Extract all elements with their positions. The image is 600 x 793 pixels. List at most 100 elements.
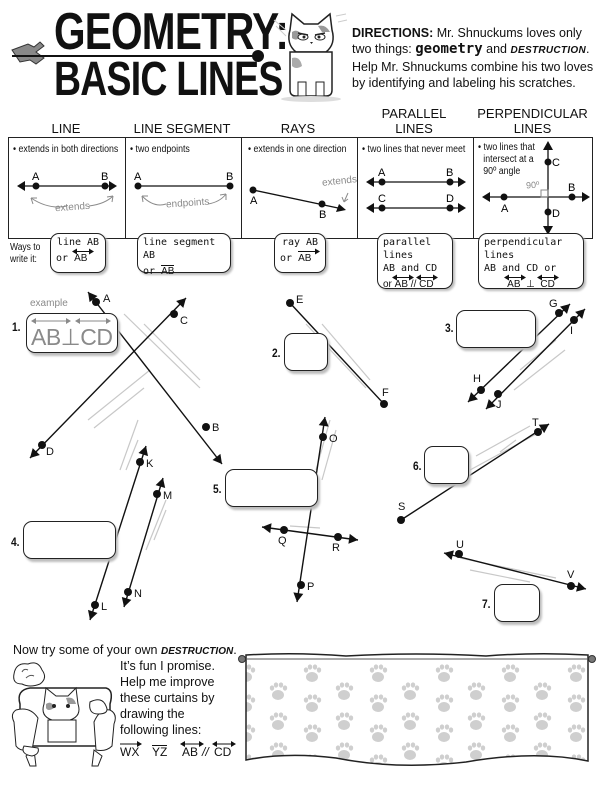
svg-text:A: A bbox=[501, 203, 509, 215]
problem-5-r-point bbox=[334, 533, 342, 541]
paw-print-icon bbox=[467, 682, 486, 700]
svg-text:A: A bbox=[378, 167, 386, 179]
paw-print-icon bbox=[401, 742, 420, 760]
problem-1-b-label: B bbox=[212, 422, 219, 434]
ray-diagram: AB bbox=[249, 186, 349, 221]
problem-1-number: 1. bbox=[12, 320, 21, 334]
problem-5-q-label: Q bbox=[278, 535, 287, 547]
bottom-intro-text: Now try some of your own bbox=[13, 643, 161, 657]
notation-perp-line1: perpendicular lines bbox=[484, 237, 563, 261]
svg-text:D: D bbox=[446, 193, 454, 205]
bullet-perp-line1: • two lines that bbox=[478, 142, 535, 153]
problem-6-t-label: T bbox=[532, 417, 539, 429]
problem-3-i-label: I bbox=[570, 325, 573, 337]
problem-1-c-label: C bbox=[180, 315, 188, 327]
problem-5-answer-box[interactable] bbox=[225, 469, 318, 507]
notation-parallel: parallel lines AB and CD or AB // CD bbox=[377, 233, 453, 290]
problem-7-answer-box[interactable] bbox=[494, 584, 540, 622]
problem-5-line-2-arrow-start bbox=[262, 523, 272, 534]
problem-1-a-point bbox=[92, 298, 100, 306]
svg-text:B: B bbox=[319, 209, 326, 221]
curtain-drawing-area[interactable] bbox=[236, 640, 598, 770]
notation-or: or bbox=[383, 279, 395, 290]
problem-6-answer-box[interactable] bbox=[424, 446, 469, 484]
notation-or: or bbox=[143, 266, 162, 277]
notation-or: or bbox=[56, 253, 75, 264]
double-arrow-icon bbox=[180, 741, 204, 747]
ray-arrow-icon bbox=[298, 248, 321, 255]
problem-2-line-1 bbox=[289, 302, 385, 405]
problem-4-line-1 bbox=[89, 445, 147, 621]
word-geometry: geometry bbox=[415, 41, 483, 57]
problem-4-m-label: M bbox=[163, 490, 172, 502]
draw-wx-text: WX bbox=[120, 745, 140, 759]
notation-line: line AB or AB bbox=[50, 233, 106, 273]
ray-notation: AB bbox=[298, 248, 321, 264]
paw-print-icon bbox=[435, 694, 454, 712]
problem-1-answer: AB⊥CD bbox=[31, 324, 113, 350]
problem-4-line-1-arrow-end bbox=[138, 446, 149, 457]
draw-parallel-symbol: // bbox=[202, 745, 209, 759]
parallel-notation-b-text: CD bbox=[419, 279, 434, 290]
draw-cd-text: CD bbox=[214, 745, 232, 759]
draw-segment-yz: YZ bbox=[152, 745, 168, 759]
problem-5-o-point bbox=[319, 433, 327, 441]
heading-parallel: PARALLEL LINES bbox=[356, 106, 472, 136]
problem-3-answer-box[interactable] bbox=[456, 310, 536, 348]
paw-print-icon bbox=[533, 742, 552, 760]
problem-4-l-point bbox=[91, 601, 99, 609]
notation-or: or bbox=[280, 253, 299, 264]
svg-text:A: A bbox=[32, 171, 40, 183]
ways-to-write-label: Ways to write it: bbox=[10, 242, 40, 266]
example-label: example bbox=[30, 298, 68, 309]
page-title-line2: BASIC LINES bbox=[54, 53, 283, 106]
heading-parallel-line1: PARALLEL bbox=[381, 106, 447, 121]
paw-print-icon bbox=[246, 694, 256, 712]
svg-text:C: C bbox=[378, 193, 386, 205]
paw-print-icon bbox=[567, 724, 586, 742]
paw-print-icon bbox=[335, 712, 354, 730]
lines-to-draw: WX YZ AB // CD bbox=[120, 741, 240, 761]
problem-1-answer-box[interactable]: AB⊥CD bbox=[26, 313, 118, 353]
problem-4-line-2-arrow-start bbox=[121, 596, 132, 607]
paw-pattern bbox=[246, 664, 586, 766]
problem-3-j-point bbox=[494, 390, 502, 398]
heading-line: LINE bbox=[51, 121, 81, 136]
cat-armchair-illustration bbox=[10, 660, 118, 768]
paw-print-icon bbox=[501, 694, 520, 712]
double-arrow-icon bbox=[212, 741, 236, 747]
problem-1-line-1-arrow-start bbox=[88, 292, 98, 303]
bullet-perp-line3: 90º angle bbox=[483, 166, 521, 177]
bullet-line-segment: • two endpoints bbox=[130, 144, 190, 155]
heading-perpendicular-line1: PERPENDICULAR bbox=[477, 106, 588, 121]
problem-6-s-label: S bbox=[398, 501, 405, 513]
problem-5-number: 5. bbox=[213, 482, 222, 496]
segment-notation-text: AB bbox=[161, 265, 175, 277]
paw-print-icon bbox=[269, 742, 288, 760]
problem-2-e-label: E bbox=[296, 294, 303, 306]
paw-print-icon bbox=[567, 754, 586, 766]
bottom-line-2: Help me improve bbox=[120, 675, 215, 689]
problem-3-line-2 bbox=[485, 308, 586, 410]
bottom-line-3: these curtains by bbox=[120, 691, 215, 705]
heading-line-segment: LINE SEGMENT bbox=[133, 121, 231, 136]
ways-label-line1: Ways to bbox=[10, 242, 41, 253]
line-notation: AB bbox=[72, 248, 95, 264]
problem-5-line-2-arrow-end bbox=[348, 533, 358, 544]
problem-1-line-2 bbox=[29, 297, 187, 459]
problem-7-line-1 bbox=[443, 552, 587, 590]
bullet-parallel: • two lines that never meet bbox=[362, 144, 466, 155]
problem-2-f-label: F bbox=[382, 387, 389, 399]
problem-1-b-point bbox=[202, 423, 210, 431]
problem-2-answer-box[interactable] bbox=[284, 333, 328, 371]
problem-7-line-1-arrow-start bbox=[444, 550, 454, 561]
directions-part2: . Help Mr. Shnuckums combine his two lov… bbox=[352, 42, 594, 90]
problem-4-answer-box[interactable] bbox=[23, 521, 116, 559]
problem-1-c-point bbox=[170, 310, 178, 318]
directions-label: DIRECTIONS: bbox=[352, 26, 434, 40]
paw-print-icon bbox=[269, 682, 288, 700]
problem-3-h-point bbox=[477, 386, 485, 394]
bullet-line: • extends in both directions bbox=[13, 144, 119, 155]
problem-4-k-point bbox=[136, 458, 144, 466]
